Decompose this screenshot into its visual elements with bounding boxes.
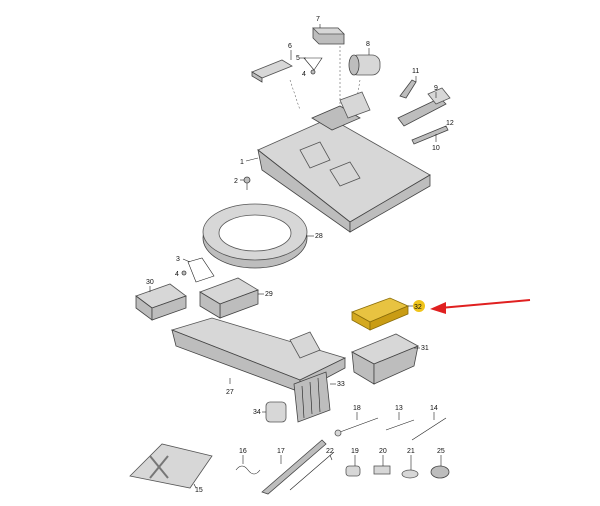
callout-30: 30 <box>146 279 154 286</box>
callout-33: 33 <box>337 381 345 388</box>
callout-28: 28 <box>315 233 323 240</box>
callout-6: 6 <box>288 43 292 50</box>
pointer-arrow <box>430 299 531 314</box>
callout-4: 4 <box>302 71 306 78</box>
callout-5: 5 <box>296 55 300 62</box>
callout-19: 19 <box>351 448 359 455</box>
part-7-box <box>312 27 345 45</box>
part-19-bolt <box>345 465 361 477</box>
part-16-spring <box>235 465 261 475</box>
part-31-tray <box>351 333 419 385</box>
part-18-pin <box>334 417 379 437</box>
part-11-wrench <box>399 79 417 99</box>
callout-21: 21 <box>407 448 415 455</box>
callout-13: 13 <box>395 405 403 412</box>
callout-8: 8 <box>366 41 370 48</box>
part-17-rod <box>261 439 327 495</box>
part-5-bracket <box>303 57 323 75</box>
part-28-ring <box>202 203 308 269</box>
callout-10: 10 <box>432 145 440 152</box>
callout-29: 29 <box>265 291 273 298</box>
callout-22: 22 <box>326 448 334 455</box>
part-32-highlighted-tray <box>351 297 410 331</box>
callout-16: 16 <box>239 448 247 455</box>
part-1-main-tray <box>257 91 431 233</box>
callout-34: 34 <box>253 409 261 416</box>
callout-9: 9 <box>434 85 438 92</box>
part-14-screwdriver <box>411 417 447 441</box>
part-30-holder <box>135 283 187 321</box>
callout-3: 3 <box>176 256 180 263</box>
part-15-mat <box>129 443 213 489</box>
callout-12: 12 <box>446 120 454 127</box>
callout-14: 14 <box>430 405 438 412</box>
callout-15: 15 <box>195 487 203 494</box>
part-3-4-bracket <box>181 257 215 283</box>
callout-18: 18 <box>353 405 361 412</box>
part-13-pin <box>385 419 415 431</box>
part-9-jack <box>397 87 451 127</box>
callout-27: 27 <box>226 389 234 396</box>
callout-31: 31 <box>421 345 429 352</box>
part-10-tool <box>411 125 449 145</box>
callout-32: 32 <box>414 304 422 311</box>
part-34-seal <box>265 401 287 423</box>
callout-2: 2 <box>234 178 238 185</box>
callouts: 7 6 8 5 4 11 9 12 10 1 2 28 3 4 30 29 32 <box>146 16 454 494</box>
callout-17: 17 <box>277 448 285 455</box>
part-2-screw <box>243 176 251 190</box>
part-21-washer <box>401 469 419 479</box>
part-22-rod <box>289 451 335 491</box>
callout-25: 25 <box>437 448 445 455</box>
callout-1: 1 <box>240 159 244 166</box>
part-33-grille <box>293 371 331 423</box>
callout-11: 11 <box>412 68 419 75</box>
part-6-pad <box>251 59 293 83</box>
part-25-knob <box>430 465 450 479</box>
callout-20: 20 <box>379 448 387 455</box>
part-29-box <box>199 277 259 319</box>
callout-7: 7 <box>316 16 320 23</box>
callout-4b: 4 <box>175 271 179 278</box>
part-8-motor <box>348 54 381 76</box>
callout-32-badge <box>413 300 425 312</box>
part-20-stick <box>373 465 391 475</box>
